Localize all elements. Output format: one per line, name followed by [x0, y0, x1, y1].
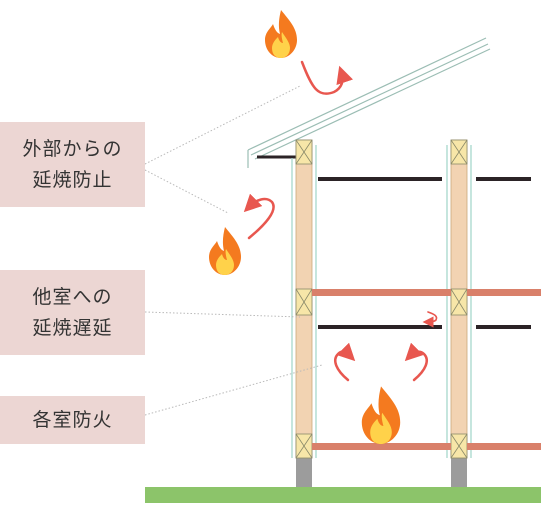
label-room-spread-text: 他室への 延焼遅延	[32, 285, 113, 339]
arrow-room-left-icon	[334, 342, 356, 382]
foundation-right	[451, 458, 467, 487]
flame-room-icon	[361, 386, 401, 444]
flame-top-icon	[265, 10, 297, 58]
flame-left-icon	[209, 227, 241, 275]
arrow-wall-icon	[243, 193, 275, 240]
fireproof-boards	[291, 145, 472, 458]
ground	[145, 487, 541, 503]
post-left	[295, 139, 313, 459]
label-room-spread: 他室への 延焼遅延	[0, 270, 145, 355]
foundation-left	[296, 458, 312, 487]
roof	[247, 37, 491, 168]
beams	[312, 289, 541, 450]
slabs	[318, 177, 531, 329]
label-room-fire: 各室防火	[0, 396, 145, 444]
arrow-room-right-icon	[404, 342, 428, 382]
arrow-roof-icon	[300, 60, 354, 95]
post-right	[450, 139, 468, 459]
leader-lines	[144, 85, 323, 416]
label-room-fire-text: 各室防火	[32, 408, 113, 431]
label-outer-spread: 外部からの 延焼防止	[0, 122, 145, 207]
label-outer-spread-text: 外部からの 延焼防止	[22, 137, 123, 191]
arrow-beam-icon	[422, 311, 438, 328]
